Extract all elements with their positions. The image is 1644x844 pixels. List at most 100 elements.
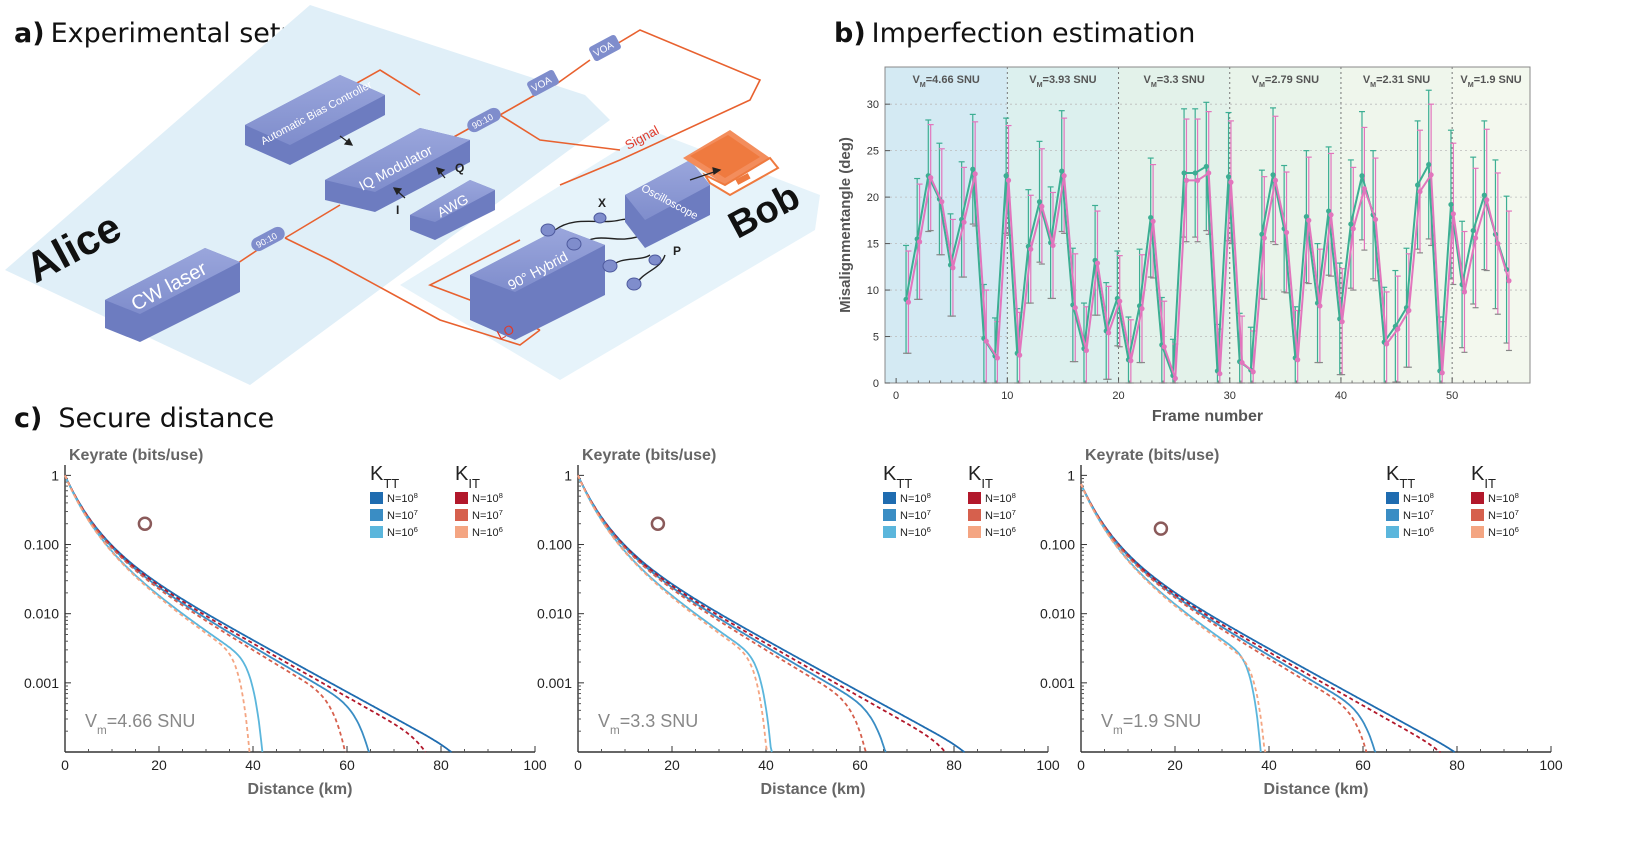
lo-label: LO xyxy=(494,321,516,342)
keyrate-curve xyxy=(64,475,264,753)
data-point xyxy=(1439,370,1445,376)
legend-swatch xyxy=(1471,492,1484,504)
x-tick-label: 40 xyxy=(758,757,774,773)
panel-c-letter: c) xyxy=(14,403,43,434)
data-point xyxy=(1139,306,1145,312)
x-tick-label: 20 xyxy=(151,757,167,773)
misalignment-chart: VM=4.66 SNU VM=3.93 SNU VM=3.3 SNU VM=2.79 … xyxy=(837,66,1531,425)
operating-point-marker xyxy=(650,516,666,531)
data-point xyxy=(1384,341,1390,347)
vm-annotation: Vm=3.3 SNU xyxy=(598,711,698,737)
y-axis-label: Keyrate (bits/use) xyxy=(1085,447,1219,464)
legend-swatch xyxy=(883,509,896,521)
legend-kit-title: KIT xyxy=(455,463,480,491)
x-tick-label: 0 xyxy=(574,757,582,773)
legend-entry: N=108 xyxy=(985,491,1016,506)
data-point xyxy=(1359,173,1365,179)
y-tick-label: 0.100 xyxy=(1040,537,1075,553)
region-label: VM=2.79 SNU xyxy=(1252,74,1319,89)
region-label: VM=1.9 SNU xyxy=(1460,74,1521,89)
awg-box: AWG xyxy=(410,180,495,240)
x-tick-label: 20 xyxy=(664,757,680,773)
legend-swatch xyxy=(1471,509,1484,521)
data-point xyxy=(1239,359,1245,366)
data-point xyxy=(916,239,923,245)
data-point xyxy=(1428,172,1434,178)
legend-swatch xyxy=(883,526,896,538)
laptop-icon xyxy=(683,130,780,197)
keyrate-curve xyxy=(577,475,966,753)
x-tick-label: 100 xyxy=(1539,757,1563,773)
data-point xyxy=(1495,240,1501,247)
legend-entry: N=107 xyxy=(985,508,1016,523)
region-band xyxy=(1007,67,1119,383)
legend-swatch xyxy=(1471,526,1484,538)
data-point xyxy=(1061,173,1067,179)
arrows xyxy=(339,135,722,199)
region-label: VM=2.31 SNU xyxy=(1363,74,1430,89)
y-tick-label: 0 xyxy=(873,378,879,390)
legend-swatch xyxy=(968,492,981,504)
legend-swatch xyxy=(1386,526,1399,538)
data-point xyxy=(950,265,956,271)
x-axis-label: Distance (km) xyxy=(248,781,353,798)
data-point xyxy=(1372,216,1379,223)
x-axis-label: Distance (km) xyxy=(761,781,866,798)
data-point xyxy=(1417,188,1423,195)
data-point xyxy=(1406,307,1412,314)
region-label: VM=4.66 SNU xyxy=(912,74,979,89)
panel-c-title: c)Secure distance xyxy=(14,403,274,434)
data-point xyxy=(1194,177,1201,183)
legend-entry: N=107 xyxy=(472,508,503,523)
x-tick-label: 80 xyxy=(433,757,449,773)
legend-entry: N=106 xyxy=(387,525,418,540)
x-tick-label: 60 xyxy=(852,757,868,773)
data-point xyxy=(1072,305,1078,311)
legend-kit-title: KIT xyxy=(1471,463,1496,491)
data-point xyxy=(1161,344,1167,350)
data-point xyxy=(1094,260,1101,266)
keyrate-curve xyxy=(64,475,251,753)
photodiodes xyxy=(540,212,662,291)
data-point xyxy=(1461,289,1468,295)
panel-b-title: b)Imperfection estimation xyxy=(834,18,1195,49)
y-tick-label: 0.010 xyxy=(537,606,572,622)
y-tick-label: 5 xyxy=(873,332,879,344)
legend-entry: N=108 xyxy=(387,491,418,506)
data-point xyxy=(1183,177,1190,183)
abc-box: Automatic Bias Controller xyxy=(245,75,385,165)
legend-swatch xyxy=(455,492,468,504)
legend-ktt-title: KTT xyxy=(883,463,912,491)
legend-swatch xyxy=(968,526,981,538)
data-point xyxy=(1005,177,1012,183)
keyrate-curve xyxy=(64,475,427,753)
data-point xyxy=(1328,212,1334,218)
data-point xyxy=(1326,208,1332,214)
legend-ktt-title: KTT xyxy=(1386,463,1415,491)
data-point xyxy=(1228,179,1234,185)
x-tick-label: 100 xyxy=(1036,757,1060,773)
data-point xyxy=(1028,246,1034,252)
data-point xyxy=(961,219,967,225)
data-point xyxy=(1448,201,1454,208)
y-tick-label: 0.001 xyxy=(1040,675,1075,691)
y-tick-label: 0.001 xyxy=(537,675,572,691)
region-label: VM=3.3 SNU xyxy=(1143,74,1204,89)
region-label: VM=3.93 SNU xyxy=(1029,74,1096,89)
legend-swatch xyxy=(370,509,383,521)
data-point xyxy=(1192,170,1198,176)
data-point xyxy=(1470,227,1476,234)
x-tick-label: 40 xyxy=(245,757,261,773)
keyrate-curve xyxy=(64,475,453,753)
panel-b-letter: b) xyxy=(834,18,866,49)
hybrid-box: 90° Hybrid xyxy=(470,228,605,340)
operating-point-marker xyxy=(1153,521,1169,536)
data-point xyxy=(994,355,1001,361)
data-point xyxy=(970,166,976,172)
port-p-label: P xyxy=(673,244,681,258)
data-point xyxy=(1017,352,1023,358)
port-x-label: X xyxy=(598,196,606,210)
data-point xyxy=(1414,182,1421,188)
x-tick-label: 0 xyxy=(1077,757,1085,773)
